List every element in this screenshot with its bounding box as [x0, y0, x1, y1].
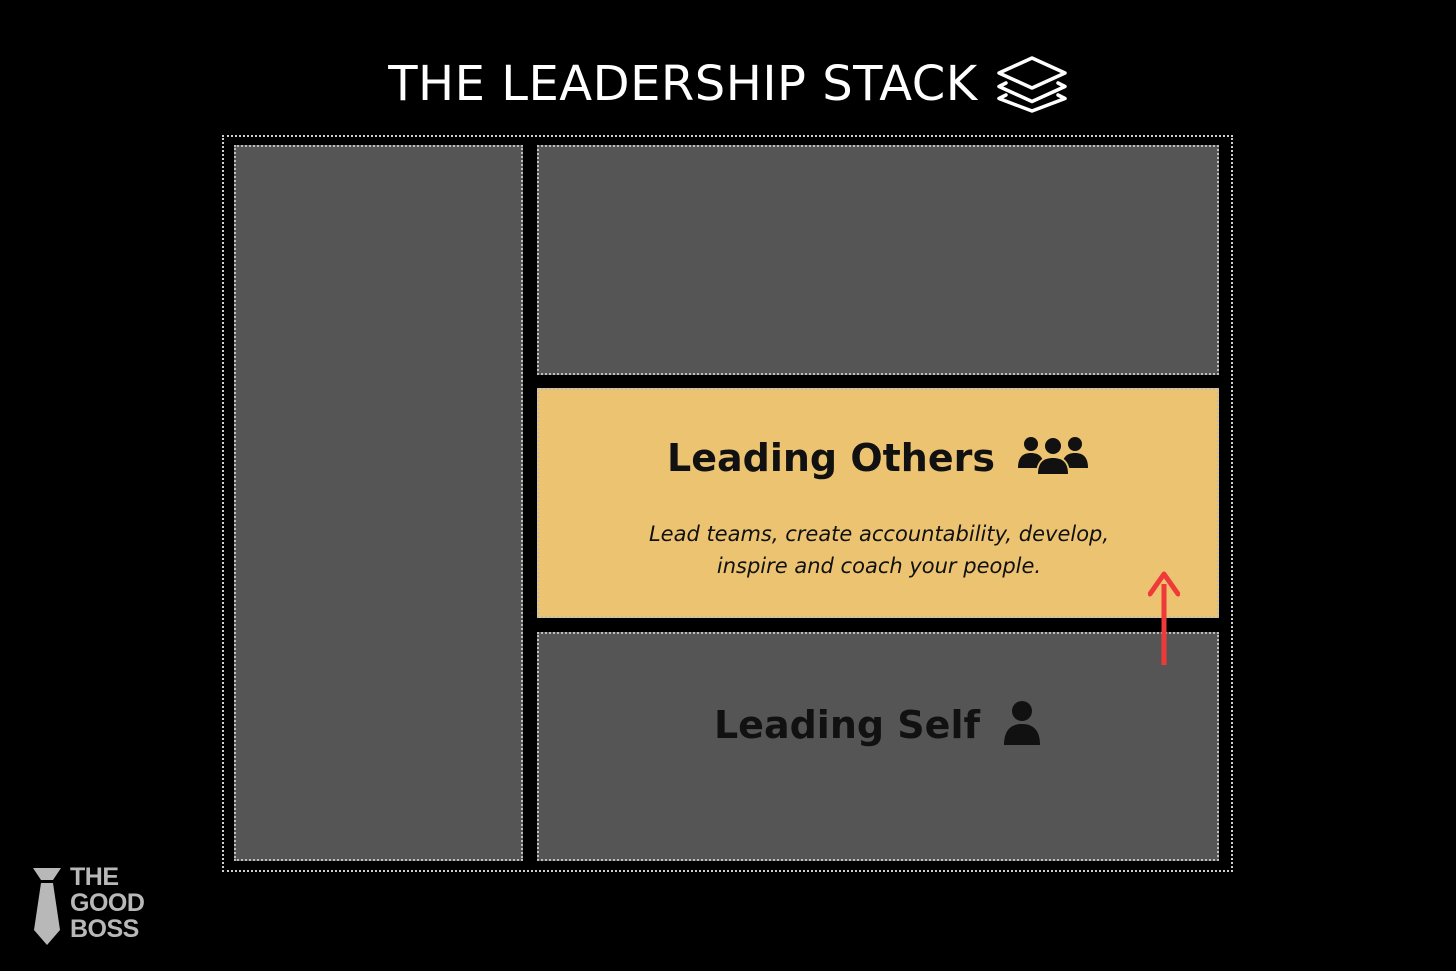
panel-left — [234, 145, 523, 861]
leading-self-heading: Leading Self — [713, 703, 981, 747]
group-icon — [1017, 434, 1089, 482]
description-line-1: Lead teams, create accountability, devel… — [648, 522, 1110, 546]
stack-frame — [222, 135, 1233, 872]
up-arrow-icon — [1147, 570, 1181, 666]
panel-top — [537, 145, 1219, 375]
logo-line-2: GOOD — [70, 889, 145, 917]
panel-leading-others: Leading Others Lead teams, create accoun… — [537, 388, 1219, 618]
leading-others-heading: Leading Others — [667, 436, 995, 480]
leading-others-description: Lead teams, create accountability, devel… — [579, 518, 1179, 582]
leading-self-heading-row: Leading Self — [539, 700, 1217, 750]
logo-line-1: THE — [70, 863, 119, 891]
panel-leading-self: Leading Self — [537, 632, 1219, 861]
the-good-boss-logo: THE GOOD BOSS — [30, 864, 170, 946]
person-icon — [1002, 700, 1042, 750]
tie-icon — [30, 866, 64, 950]
description-line-2: inspire and coach your people. — [716, 554, 1042, 578]
layers-icon — [996, 55, 1068, 113]
leading-others-heading-row: Leading Others — [539, 434, 1217, 482]
page-title: THE LEADERSHIP STACK — [388, 56, 978, 112]
logo-line-3: BOSS — [70, 915, 139, 943]
logo-text: THE GOOD BOSS — [70, 863, 145, 943]
title-row: THE LEADERSHIP STACK — [0, 48, 1456, 120]
